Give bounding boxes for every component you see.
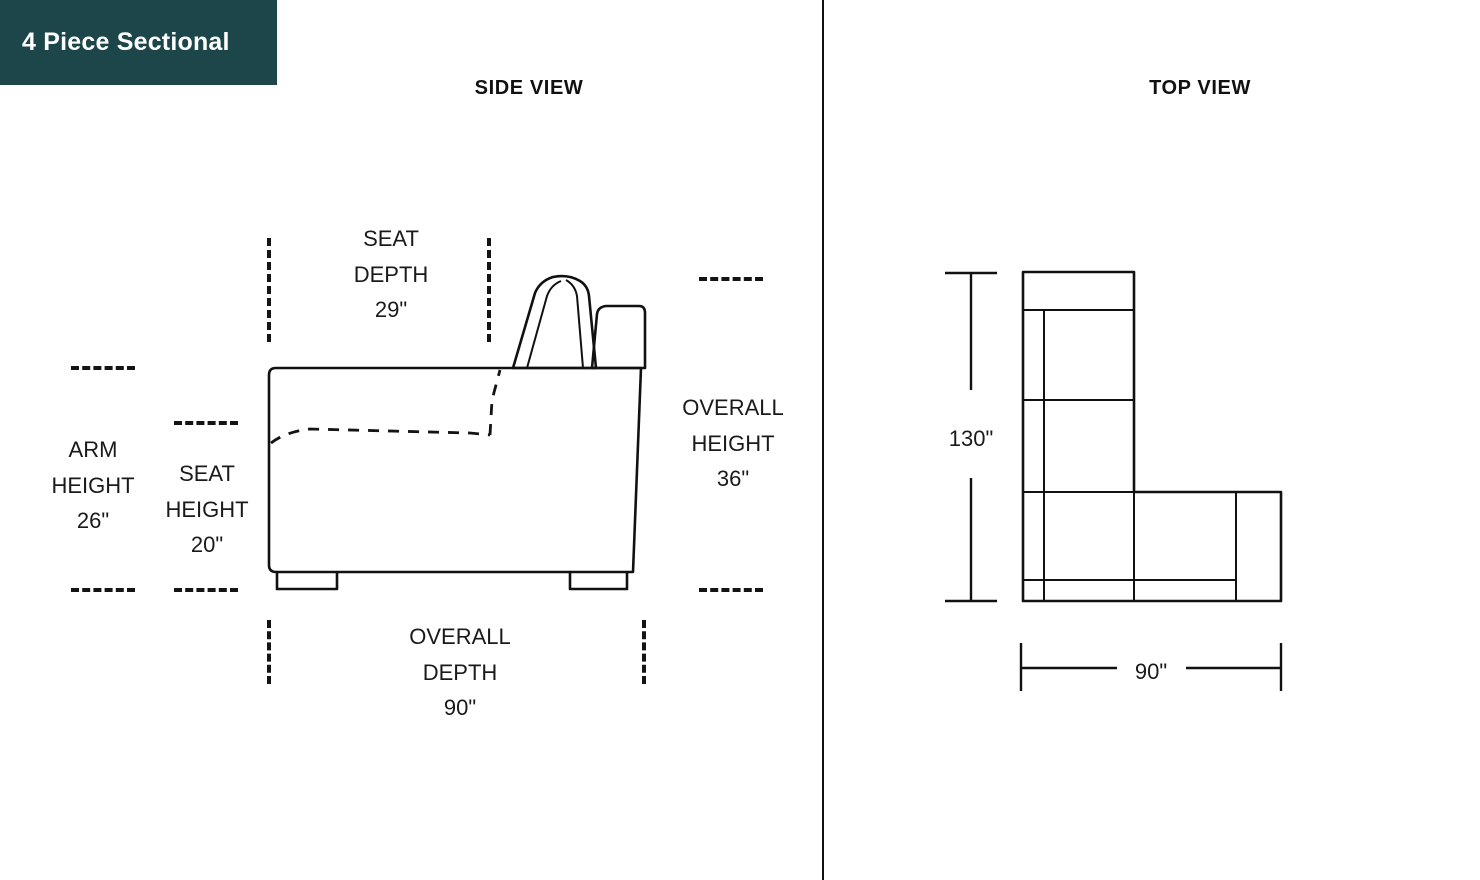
back-cushion-outline (511, 274, 598, 370)
seat-height-tick-bottom (174, 588, 238, 592)
overall-depth-tick-right (642, 620, 646, 684)
seat-depth-tick-right (487, 238, 491, 342)
sofa-body-outline (267, 366, 643, 574)
top-view-heading: TOP VIEW (1149, 77, 1251, 99)
sofa-side-profile (267, 274, 647, 591)
product-title: 4 Piece Sectional (22, 28, 230, 56)
top-view-dimension-lines (945, 271, 1283, 691)
side-view-heading: SIDE VIEW (474, 77, 584, 99)
overall-height-tick-top (699, 277, 763, 281)
back-cushion-seam-left (526, 280, 562, 369)
back-cushion-seam-right (565, 279, 584, 369)
overall-depth-label: OVERALL DEPTH 90" (409, 624, 511, 721)
seat-back-dashed-line (488, 369, 502, 436)
view-divider (822, 0, 824, 880)
back-panel-outline (590, 304, 647, 370)
seat-depth-label: SEAT DEPTH 29" (353, 226, 429, 323)
overall-depth-tick-left (267, 620, 271, 684)
sectional-plan (1021, 270, 1283, 603)
sofa-foot-left (275, 570, 339, 591)
top-view-width-label: 90" (1134, 659, 1168, 684)
arm-height-tick-bottom (71, 588, 135, 592)
sectional-footprint-outline (1021, 270, 1283, 603)
top-view-depth-label: 130" (948, 426, 994, 451)
seat-height-label: SEAT HEIGHT 20" (165, 461, 249, 558)
seat-height-tick-top (174, 421, 238, 425)
arm-height-label: ARM HEIGHT 26" (51, 437, 135, 534)
arm-height-tick-top (71, 366, 135, 370)
overall-height-label: OVERALL HEIGHT 36" (682, 395, 784, 492)
seat-cushion-dashed-line (270, 427, 491, 445)
seat-depth-tick-left (267, 238, 271, 342)
overall-height-tick-bottom (699, 588, 763, 592)
sofa-foot-right (568, 570, 629, 591)
product-title-badge: 4 Piece Sectional (0, 0, 277, 85)
